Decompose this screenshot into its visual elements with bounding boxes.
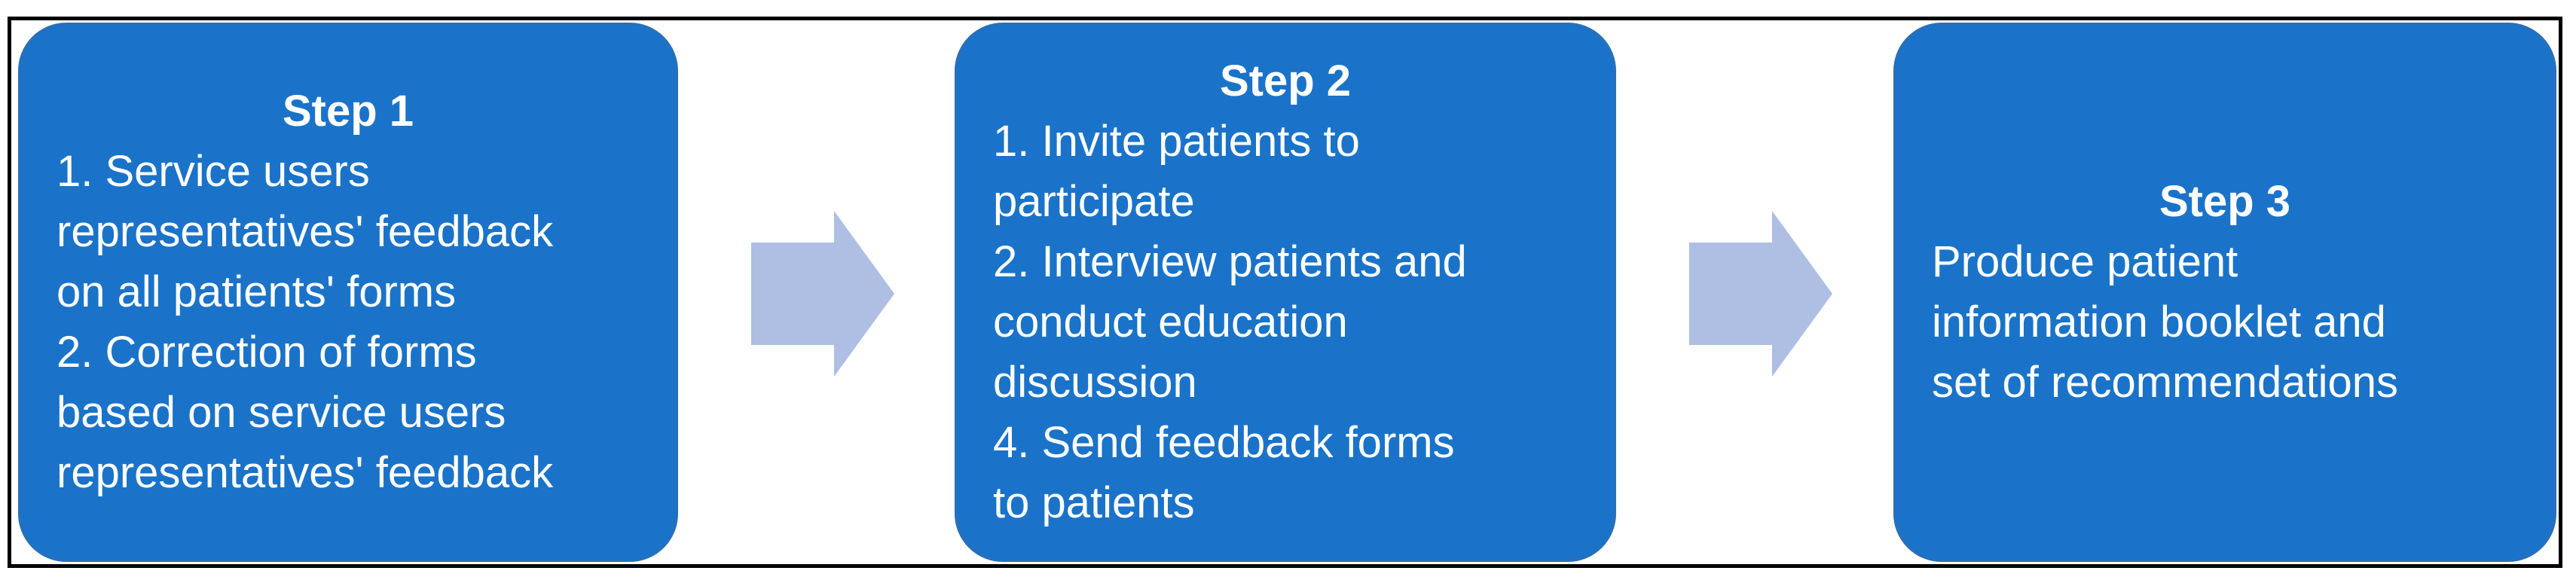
step-2-line: conduct education [993,298,1348,346]
step-1-line: on all patients' forms [57,267,457,316]
step-3-line: information booklet and [1932,298,2386,346]
step-2-line: 4. Send feedback forms [993,418,1455,467]
step-3-line: Produce patient [1932,237,2238,286]
step-2-line: 1. Invite patients to [993,117,1360,166]
step-1-line: based on service users [57,388,506,437]
step-1-line: representatives' feedback [57,207,554,256]
step-3-box: Step 3 Produce patient information bookl… [1893,23,2556,562]
step-2-line: to patients [993,478,1195,527]
step-1-line: 2. Correction of forms [57,328,477,377]
step-2-line: discussion [993,358,1197,407]
step-1-title: Step 1 [282,87,414,136]
right-arrow-icon [751,211,894,377]
step-2-line: participate [993,177,1195,226]
step-3-line: set of recommendations [1932,358,2398,407]
step-3-title: Step 3 [2159,177,2291,226]
step-1-line: representatives' feedback [57,448,554,497]
step-2-line: 2. Interview patients and [993,237,1467,286]
step-2-box: Step 2 1. Invite patients to participate… [955,23,1616,562]
step-2-title: Step 2 [1219,56,1352,105]
step-1-line: 1. Service users [57,147,370,196]
step-1-box: Step 1 1. Service users representatives'… [18,23,678,562]
right-arrow-icon [1689,211,1832,377]
